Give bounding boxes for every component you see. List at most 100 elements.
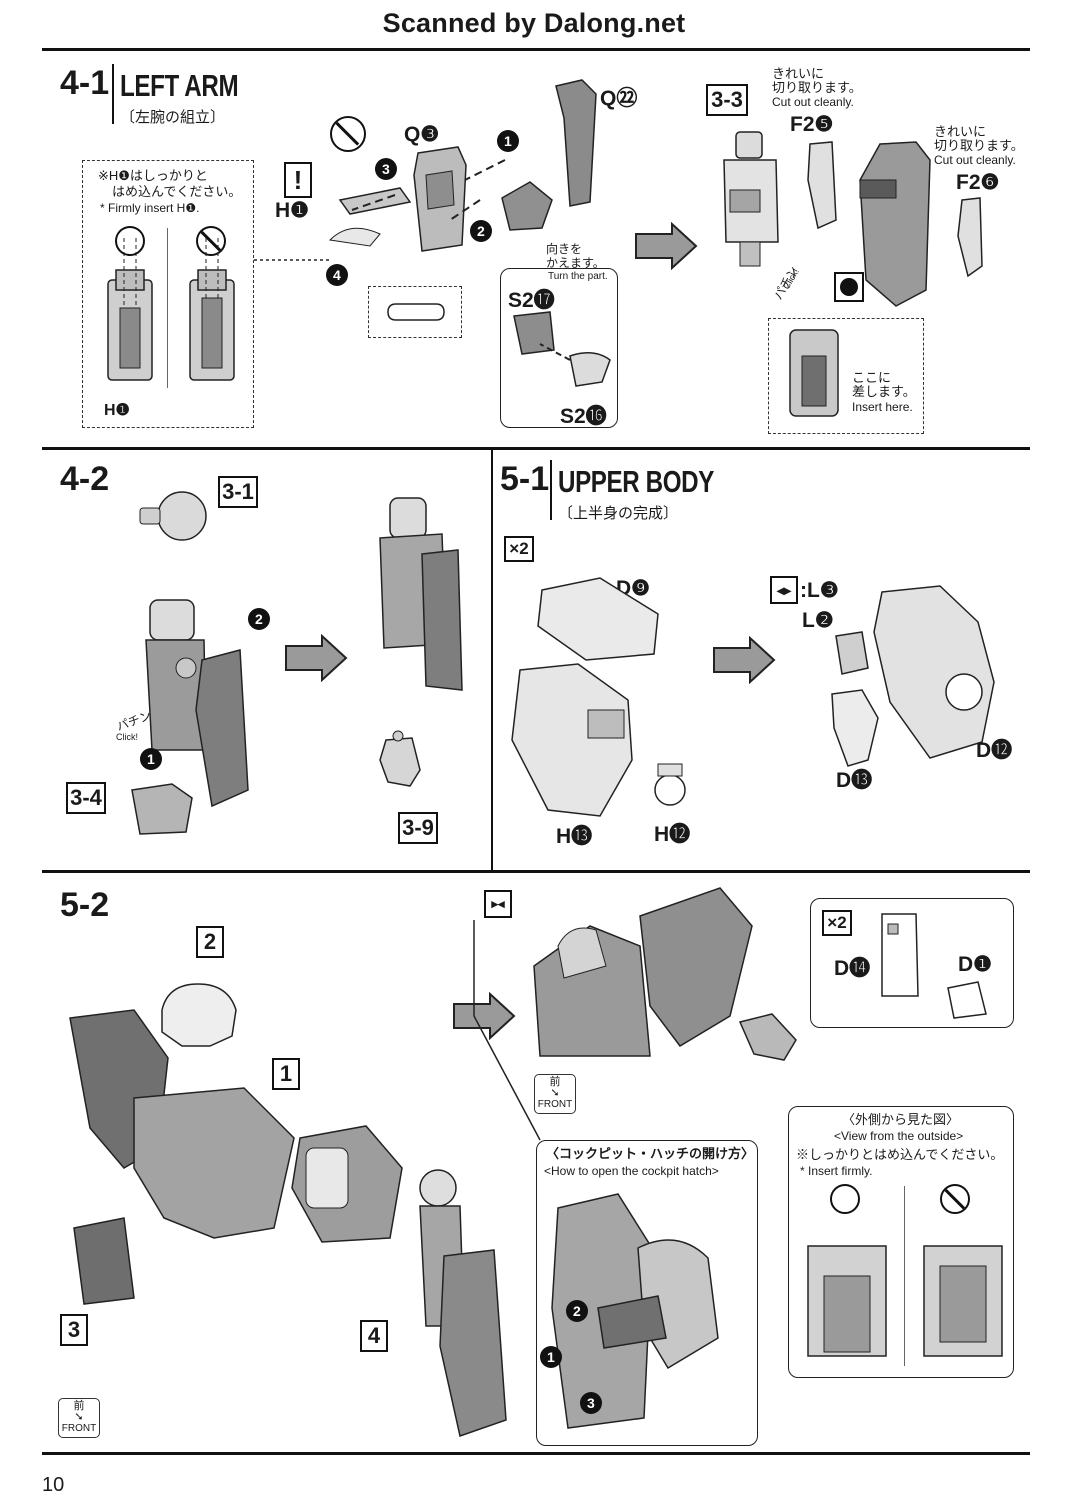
view-outside-jp: 〈外側から見た図〉 — [842, 1112, 960, 1127]
part-shoulder-armor-complete — [873, 585, 995, 759]
next-step-arrow — [635, 222, 698, 270]
ref-box-3-1: 3-1 — [218, 476, 258, 508]
part-label-h1: H❶ — [275, 199, 309, 222]
part-label-d14: D⓮ — [834, 957, 871, 980]
insert-detail-illustration — [789, 329, 839, 417]
part-small-wedge — [501, 181, 553, 231]
cockpit-hatch-en: <How to open the cockpit hatch> — [544, 1164, 719, 1178]
part-label-l3: :L❸ — [800, 579, 839, 602]
step-5-1-number: 5-1 — [500, 460, 550, 498]
ref-box-3-9: 3-9 — [398, 812, 438, 844]
next-step-arrow-4-2 — [285, 634, 348, 682]
title-divider-5-1 — [550, 460, 552, 520]
front-indicator-icon-2: 前 ➘ FRONT — [534, 1074, 576, 1114]
insert-here-en: Insert here. — [852, 400, 913, 414]
part-label-h1-bottom: H❶ — [104, 402, 130, 419]
clip-correct-illustration — [107, 238, 153, 381]
part-label-d13: D⓭ — [836, 769, 873, 792]
repeat-twice-icon-2: ×2 — [822, 910, 852, 936]
part-label-l2: L❷ — [802, 609, 834, 632]
incorrect-icon-2 — [940, 1184, 970, 1214]
bottom-rule — [42, 1452, 1030, 1455]
row-rule-1 — [42, 447, 1030, 450]
part-d13-illustration — [831, 689, 879, 767]
cockpit-hatch-jp: 〈コックピット・ハッチの開け方〉 — [546, 1146, 755, 1161]
insert-firmly-jp: ※しっかりとはめ込んでください。 — [796, 1147, 1004, 1162]
part-label-h12: H⓬ — [654, 823, 691, 846]
turn-part-en: Turn the part. — [548, 271, 608, 282]
ref-box-3: 3 — [60, 1314, 88, 1346]
firmly-insert-note-en: * Firmly insert H❶. — [100, 201, 200, 215]
cut-cleanly2-jp-2: 切り取ります。 — [934, 138, 1024, 153]
insert-correct-illustration — [807, 1245, 887, 1357]
insert-here-jp-2: 差します。 — [852, 384, 916, 399]
repeat-twice-icon: ×2 — [504, 536, 534, 562]
ok-ng-divider — [167, 228, 168, 388]
ref-box-4: 4 — [360, 1320, 388, 1352]
part-label-f2-5: F2❺ — [790, 113, 834, 136]
ref-box-3-3: 3-3 — [706, 84, 748, 116]
step-5-1-title-jp: 〔上半身の完成〕 — [558, 505, 679, 522]
part-l2-illustration — [835, 631, 869, 675]
step-5-2-number: 5-2 — [60, 886, 110, 924]
part-head-illustration — [161, 983, 237, 1047]
step-4-1-number: 4-1 — [60, 64, 110, 102]
ref-box-1: 1 — [272, 1058, 300, 1090]
row-rule-2 — [42, 870, 1030, 873]
ok-ng-divider-2 — [904, 1186, 905, 1366]
part-f2-5-illustration — [807, 141, 837, 230]
col-rule — [491, 450, 493, 870]
incorrect-icon — [196, 226, 226, 256]
bottom-view-icon — [834, 272, 864, 302]
clip-incorrect-illustration — [189, 238, 235, 381]
part-label-s2-16: S2⓰ — [560, 405, 607, 428]
part-label-d12: D⓬ — [976, 739, 1013, 762]
assembly-guide-lines — [254, 159, 506, 261]
part-label-q22: Q㉒ — [600, 87, 638, 110]
step-4-1-title: LEFT ARM — [120, 68, 239, 103]
part-label-h13: H⓭ — [556, 825, 593, 848]
insert-detail-box — [768, 318, 924, 434]
part-shoulder-joint — [139, 491, 207, 541]
part-f2-6-illustration — [957, 197, 983, 278]
top-rule — [42, 48, 1030, 51]
correct-icon — [115, 226, 145, 256]
ref-box-3-4: 3-4 — [66, 782, 106, 814]
view-outside-en: <View from the outside> — [834, 1129, 964, 1143]
part-label-q3: Q❸ — [404, 123, 440, 146]
part-hand — [379, 730, 421, 787]
next-step-arrow-5-2 — [453, 992, 516, 1040]
next-step-arrow-5-1 — [713, 636, 776, 684]
part-label-f2-6: F2❻ — [956, 171, 1000, 194]
part-label-s2-17: S2⓱ — [508, 289, 555, 312]
ref-box-2: 2 — [196, 926, 224, 958]
part-d9-illustration — [537, 577, 659, 661]
turn-part-jp-2: かえます。 — [546, 256, 605, 270]
cut-cleanly2-en: Cut out cleanly. — [934, 153, 1016, 167]
upper-body-assembled — [533, 887, 753, 1057]
both-sides-icon: ◂▸ — [770, 576, 798, 604]
step-4-2-number: 4-2 — [60, 460, 110, 498]
part-arm-assembly-4-2 — [145, 599, 249, 808]
step-4-1-title-jp: 〔左腕の組立〕 — [120, 109, 226, 126]
cut-cleanly-jp-2: 切り取ります。 — [772, 80, 862, 95]
cut-cleanly2-jp-1: きれいに — [934, 124, 987, 139]
part-shoulder-joint-5-2 — [291, 1125, 403, 1243]
firmly-insert-note-jp-2: はめ込んでください。 — [112, 184, 242, 199]
part-q3-illustration — [413, 146, 467, 252]
caution-icon: ! — [284, 162, 312, 198]
cut-cleanly-jp-1: きれいに — [772, 66, 825, 81]
clip-detail-illustration — [387, 303, 445, 321]
part-arm-complete — [379, 497, 463, 691]
insert-firmly-en: * Insert firmly. — [800, 1164, 873, 1178]
insert-here-jp-1: ここに — [852, 370, 892, 385]
clip-detail-box — [368, 286, 462, 338]
cut-cleanly-en: Cut out cleanly. — [772, 95, 854, 109]
part-label-d1: D❶ — [958, 953, 992, 976]
turn-part-box — [500, 268, 618, 428]
part-upper-arm-illustration — [723, 131, 779, 267]
cockpit-hatch-illustration — [551, 1193, 719, 1429]
part-d1-illustration — [947, 981, 987, 1019]
part-s2-illustration — [513, 311, 611, 387]
insert-incorrect-illustration — [923, 1245, 1003, 1357]
